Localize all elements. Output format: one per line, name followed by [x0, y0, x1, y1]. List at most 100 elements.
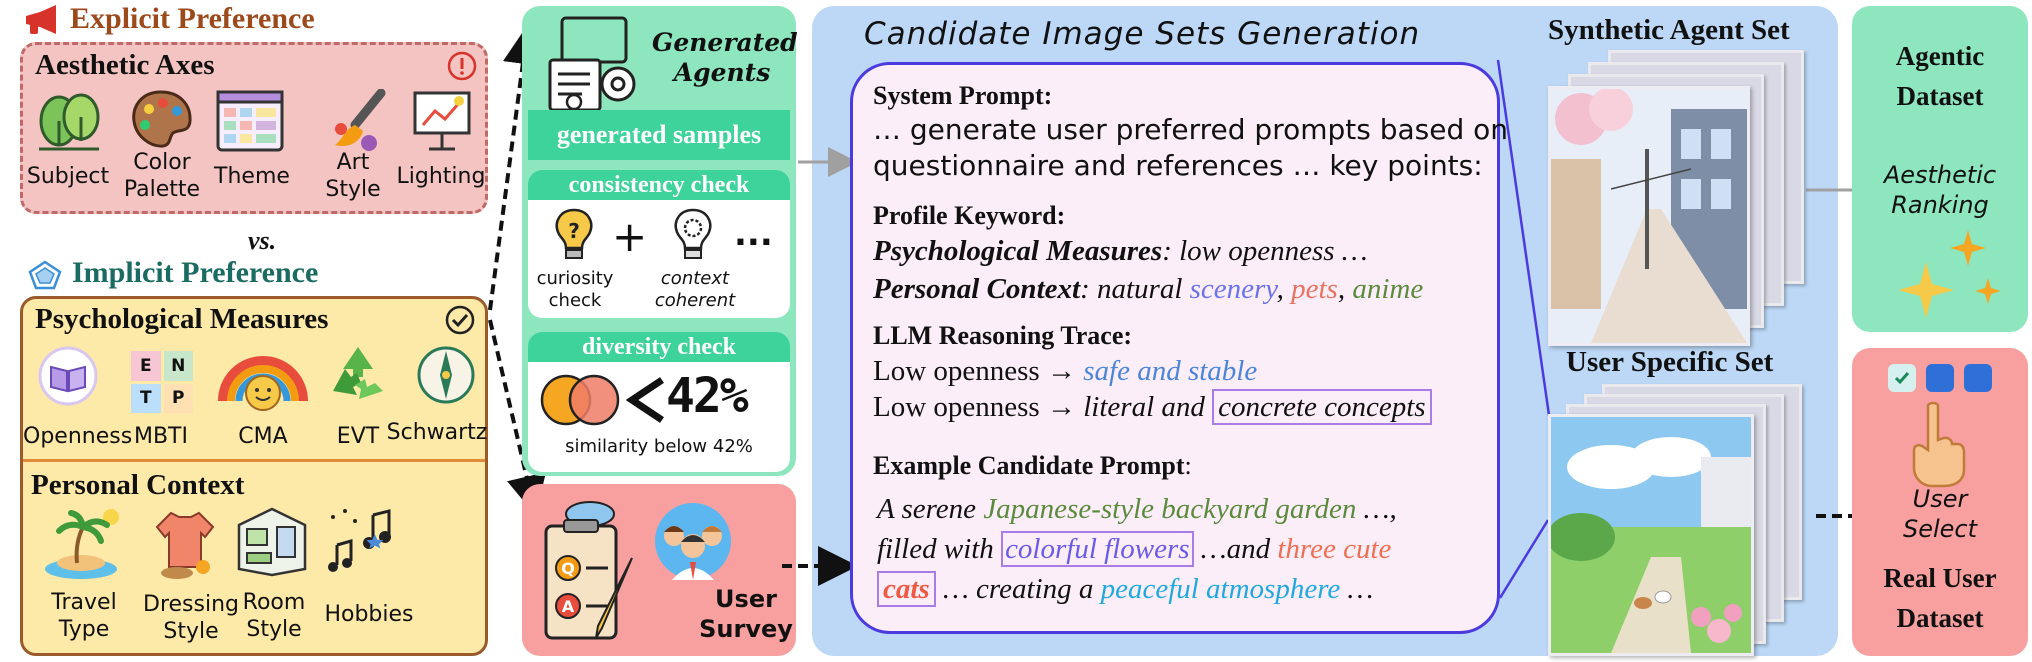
- consistency-check-header: consistency check: [528, 170, 790, 200]
- profile-context-key: Personal Context: [873, 273, 1081, 305]
- example-garden: Japanese-style backyard garden: [983, 493, 1357, 525]
- synthetic-agent-image-stack: [1548, 50, 1806, 346]
- user-select-label: User Select: [1902, 485, 1978, 543]
- psych-label-openness: Openness: [23, 424, 133, 449]
- subject-tree-icon: [39, 93, 100, 151]
- example-line-3: cats … creating a peaceful atmosphere …: [877, 571, 1373, 607]
- generated-agents-panel: Generated Agents generated samples consi…: [522, 6, 798, 476]
- trace-line-1: Low openness → safe and stable: [873, 355, 1257, 388]
- context-coherent-label: context coherent: [654, 268, 736, 311]
- implicit-preference-title: Implicit Preference: [72, 256, 319, 289]
- mbti-letter: P: [163, 383, 193, 413]
- context-gear-bulb-icon: [674, 208, 712, 259]
- keyword-comma: ,: [1337, 273, 1353, 305]
- profile-context-line: Personal Context: natural scenery, pets,…: [873, 273, 1423, 306]
- keyword-comma: ,: [1276, 273, 1292, 305]
- section-divider: [23, 459, 485, 462]
- implicit-preference-header: Implicit Preference: [28, 256, 448, 292]
- venn-diagram-icon: [540, 374, 620, 426]
- travel-island-icon: [45, 509, 119, 579]
- explicit-preference-header: Explicit Preference: [22, 2, 442, 38]
- context-label-room: Room Style: [242, 590, 306, 642]
- implicit-preference-box: Psychological Measures E N T P Openness …: [20, 296, 488, 656]
- mbti-grid-icon: E N T P: [131, 351, 193, 413]
- axis-label-subject: Subject: [26, 164, 110, 189]
- vs-label: vs.: [248, 226, 277, 255]
- schwartz-compass-icon: [417, 346, 475, 404]
- openness-book-icon: [38, 346, 98, 406]
- personal-context-title: Personal Context: [31, 469, 245, 501]
- survey-clipboard-icon: Q A: [544, 501, 633, 640]
- example-flowers: colorful flowers: [1001, 531, 1194, 567]
- explicit-preference-title: Explicit Preference: [70, 2, 315, 35]
- llm-trace-label: LLM Reasoning Trace:: [873, 321, 1133, 350]
- generated-agents-title: Generated Agents: [652, 28, 798, 87]
- consistency-plus: +: [612, 212, 648, 261]
- room-icon: [237, 507, 307, 577]
- axis-label-theme: Theme: [214, 164, 290, 189]
- pentagon-radar-icon: [28, 260, 62, 290]
- example-peaceful: peaceful atmosphere: [1100, 573, 1341, 605]
- system-prompt-line-1: … generate user preferred prompts based …: [873, 113, 1509, 146]
- example-cute: three cute: [1277, 533, 1392, 565]
- profile-context-sep: : natural: [1080, 273, 1190, 305]
- keyword-anime: anime: [1352, 273, 1424, 305]
- user-group-icon: [655, 503, 731, 580]
- psych-label-cma: CMA: [238, 424, 288, 449]
- real-user-dataset-panel: User Select Real User Dataset: [1852, 348, 2028, 656]
- trace-1-value: safe and stable: [1083, 355, 1258, 387]
- profile-psych-value: : low openness …: [1162, 235, 1368, 267]
- keyword-scenery: scenery: [1189, 273, 1277, 305]
- consistency-check-title: consistency check: [568, 172, 750, 198]
- survey-q-letter: Q: [561, 559, 575, 578]
- mbti-letter: N: [163, 351, 193, 381]
- user-survey-panel: Q A User Survey: [522, 484, 796, 656]
- synthetic-agent-set-title: Synthetic Agent Set: [1548, 14, 1790, 46]
- psych-label-mbti: MBTI: [133, 424, 188, 449]
- trace-2-value-a: literal and: [1083, 391, 1213, 423]
- example-1-a: A serene: [877, 493, 984, 525]
- example-1-c: …,: [1356, 493, 1397, 525]
- diversity-value: 42%: [666, 368, 749, 424]
- aesthetic-ranking-label: Aesthetic Ranking: [1883, 161, 1997, 219]
- profile-psych-key: Psychological Measures: [873, 235, 1163, 267]
- checkbox-checked-icon: [1888, 364, 1916, 392]
- selection-boxes: [1888, 364, 1998, 394]
- keyword-pets: pets: [1291, 273, 1338, 305]
- diversity-check-header: diversity check: [528, 332, 790, 362]
- user-specific-image-stack: [1548, 384, 1806, 656]
- profile-keyword-label: Profile Keyword:: [873, 201, 1066, 230]
- checkbox-icon: [1926, 364, 1954, 392]
- evt-recycle-icon: [333, 347, 383, 399]
- garden-cats-image: [1548, 414, 1754, 656]
- example-3-b: … creating a: [935, 573, 1101, 605]
- cma-gauge-icon: [218, 356, 308, 411]
- pointing-hand-icon: [1912, 401, 1966, 488]
- art-style-brush-icon: [335, 89, 386, 151]
- trace-1-prefix: Low openness →: [873, 355, 1084, 387]
- system-prompt-line-2: questionnaire and references … key point…: [873, 149, 1483, 182]
- less-than-icon: [626, 377, 664, 423]
- trace-line-2: Low openness → literal and concrete conc…: [873, 389, 1432, 425]
- example-cats: cats: [877, 571, 936, 607]
- example-2-a: filled with: [877, 533, 1002, 565]
- lighting-icon: [413, 91, 471, 151]
- dressing-shirt-icon: [155, 511, 215, 579]
- example-prompt-heading: Example Candidate Prompt:: [873, 451, 1192, 481]
- example-line-2: filled with colorful flowers …and three …: [877, 531, 1392, 567]
- psych-label-evt: EVT: [336, 424, 380, 449]
- example-prompt-label: Example Candidate Prompt: [873, 451, 1185, 480]
- context-label-travel: Travel Type: [51, 590, 117, 642]
- aesthetic-axes-title: Aesthetic Axes: [35, 49, 215, 81]
- survey-a-letter: A: [562, 597, 575, 616]
- context-label-hobbies: Hobbies: [324, 602, 414, 627]
- diversity-check-title: diversity check: [582, 334, 736, 360]
- example-2-c: …and: [1193, 533, 1278, 565]
- left-connector-arrows: [488, 24, 547, 516]
- trace-2-value-b: concrete concepts: [1212, 389, 1432, 425]
- example-prompt-colon: :: [1184, 451, 1192, 480]
- diversity-check-card: diversity check 42% similarity below 42%: [528, 332, 790, 472]
- candidate-generation-title: Candidate Image Sets Generation: [864, 16, 1421, 52]
- diversity-caption: similarity below 42%: [565, 436, 753, 457]
- prompt-card: System Prompt: … generate user preferred…: [850, 62, 1508, 634]
